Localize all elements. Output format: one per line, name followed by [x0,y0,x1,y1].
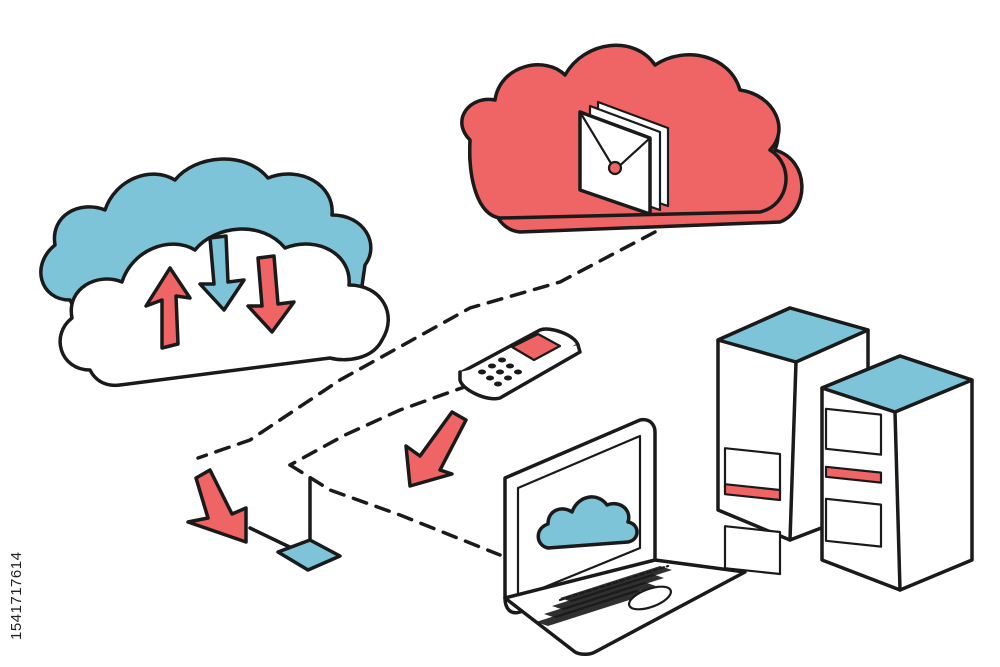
mobile-phone-icon [458,327,582,401]
dashed-line-phone-to-antenna [288,383,472,467]
server-rack-icon-2 [820,354,974,592]
transfer-cloud-icon [39,157,390,388]
server-panels-1 [723,447,782,576]
mail-cloud-icon [460,43,804,234]
arrow-icon-to-laptop [404,410,468,488]
server-panels-2 [824,407,883,548]
upload-arrow-icon [144,266,192,350]
download-arrow-icon-red [246,254,296,334]
arrow-icon-left-down [186,468,248,544]
download-arrow-icon-blue [198,234,246,312]
dashed-line-red-cloud-to-left [196,230,657,460]
laptop-keyboard [536,566,672,626]
laptop-icon [503,417,747,656]
stock-id-label: 1541717614 [8,551,25,640]
network-node-icon [248,476,342,572]
dashed-line-antenna-to-laptop [288,463,502,557]
envelope-icon [578,100,670,216]
